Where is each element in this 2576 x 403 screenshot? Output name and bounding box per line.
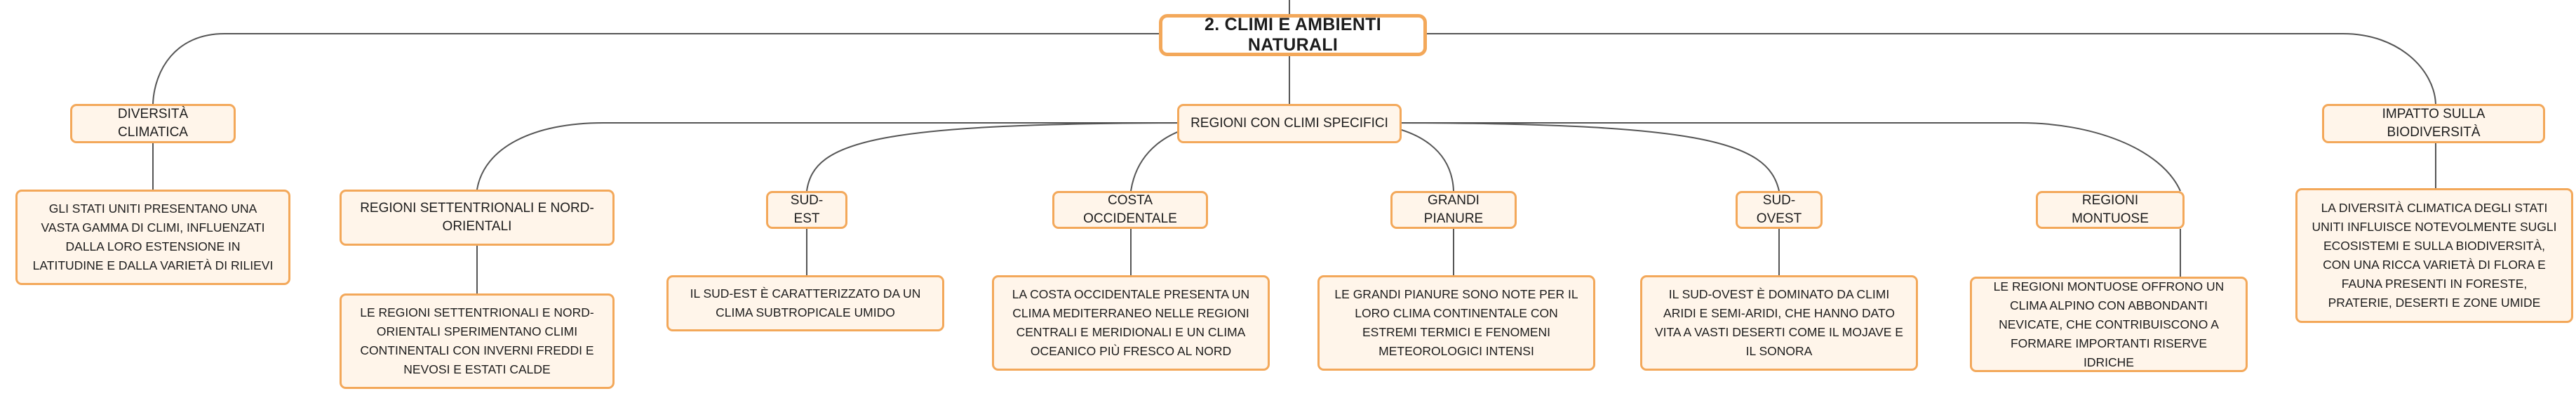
central-topic[interactable]: 2. CLIMI E AMBIENTI NATURALI xyxy=(1159,14,1427,56)
detail-grandi-pianure[interactable]: LE GRANDI PIANURE SONO NOTE PER IL LORO … xyxy=(1317,275,1595,371)
detail-regioni-montuose[interactable]: LE REGIONI MONTUOSE OFFRONO UN CLIMA ALP… xyxy=(1970,277,2248,372)
topic-regioni-settentrionali[interactable]: REGIONI SETTENTRIONALI E NORD-ORIENTALI xyxy=(340,190,615,246)
connector xyxy=(1381,122,1780,192)
detail-impatto-biodiversita[interactable]: LA DIVERSITÀ CLIMATICA DEGLI STATI UNITI… xyxy=(2295,188,2573,323)
topic-regioni-montuose[interactable]: REGIONI MONTUOSE xyxy=(2036,191,2185,229)
topic-costa-occidentale[interactable]: COSTA OCCIDENTALE xyxy=(1052,191,1208,229)
topic-sud-est[interactable]: SUD-EST xyxy=(766,191,847,229)
detail-sud-est[interactable]: IL SUD-EST È CARATTERIZZATO DA UN CLIMA … xyxy=(666,275,944,331)
connector xyxy=(152,33,1159,105)
connector xyxy=(476,122,1177,190)
topic-grandi-pianure[interactable]: GRANDI PIANURE xyxy=(1390,191,1517,229)
topic-sud-ovest[interactable]: SUD-OVEST xyxy=(1736,191,1823,229)
detail-diversita-climatica[interactable]: GLI STATI UNITI PRESENTANO UNA VASTA GAM… xyxy=(15,190,290,285)
topic-diversita-climatica[interactable]: DIVERSITÀ CLIMATICA xyxy=(70,104,236,143)
topic-regioni-climi-specifici[interactable]: REGIONI CON CLIMI SPECIFICI xyxy=(1177,104,1402,143)
connector xyxy=(1427,33,2436,105)
connector xyxy=(1402,122,2181,192)
detail-sud-ovest[interactable]: IL SUD-OVEST È DOMINATO DA CLIMI ARIDI E… xyxy=(1640,275,1918,371)
connector xyxy=(806,122,1200,192)
detail-regioni-settentrionali[interactable]: LE REGIONI SETTENTRIONALI E NORD-ORIENTA… xyxy=(340,293,615,389)
topic-impatto-biodiversita[interactable]: IMPATTO SULLA BIODIVERSITÀ xyxy=(2322,104,2545,143)
detail-costa-occidentale[interactable]: LA COSTA OCCIDENTALE PRESENTA UN CLIMA M… xyxy=(992,275,1270,371)
